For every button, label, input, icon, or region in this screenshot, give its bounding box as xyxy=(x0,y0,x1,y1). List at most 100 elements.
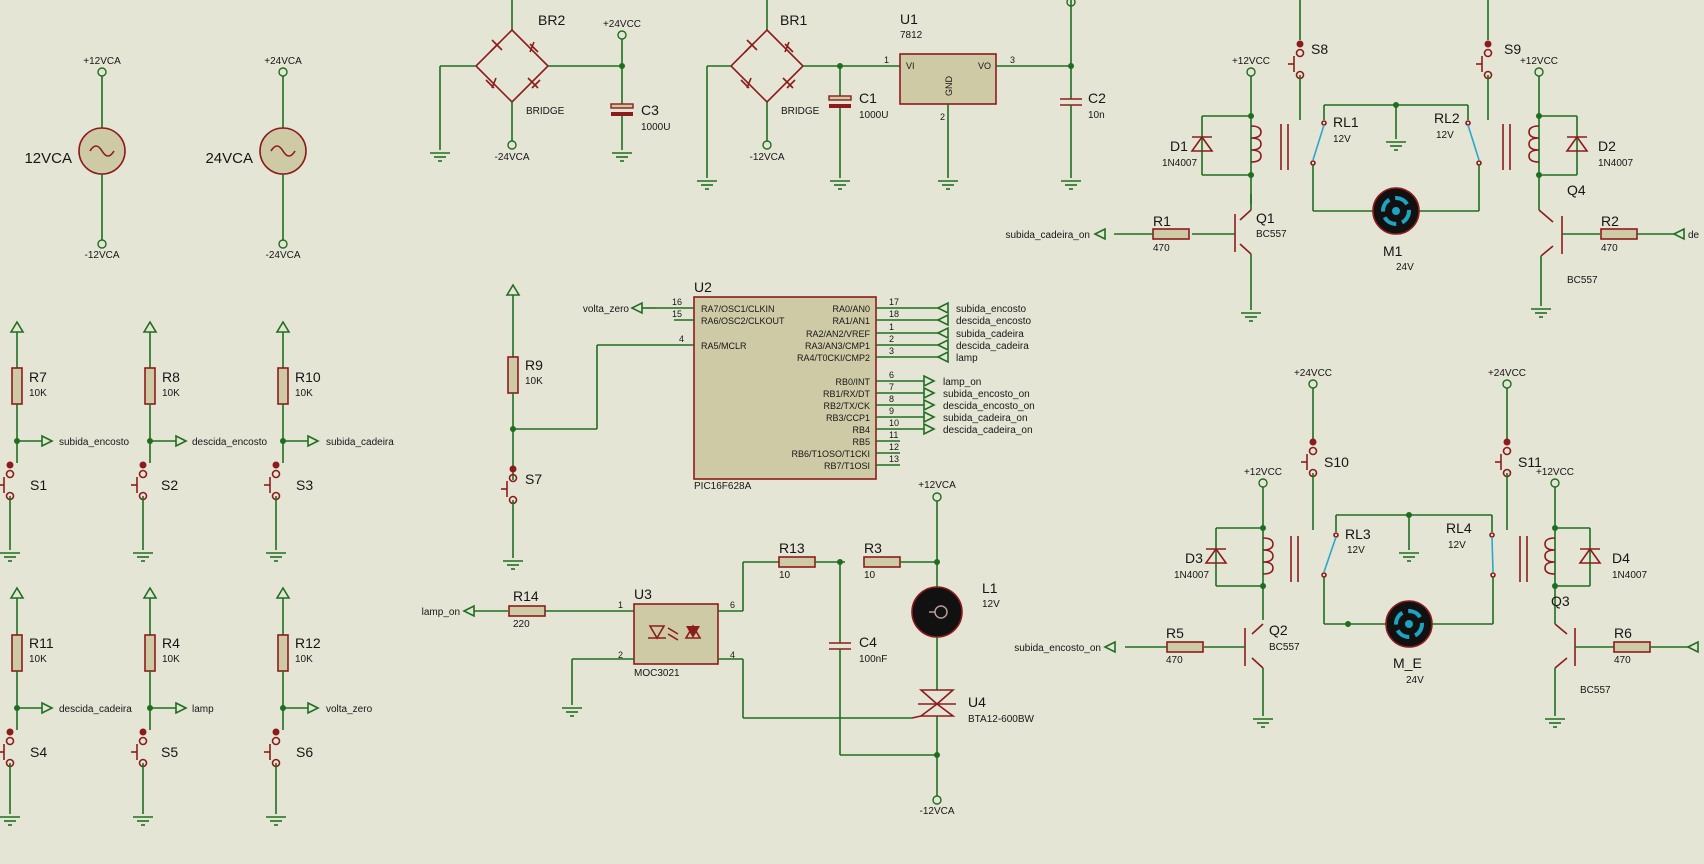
cap-c2[interactable]: C2 10n xyxy=(1059,0,1106,190)
u2-name-rb4: RB4 xyxy=(852,425,870,435)
input-circuit-5[interactable]: R4 10K lamp S5 xyxy=(130,587,214,826)
bridge-br1[interactable]: BR1 BRIDGE -12VCA xyxy=(696,0,900,190)
d2-icon xyxy=(1565,135,1589,152)
u1-vi: VI xyxy=(906,61,915,71)
u1-pin2: 2 xyxy=(940,112,945,122)
cap-c1[interactable]: C1 1000U xyxy=(828,66,888,190)
s3-ref: S3 xyxy=(296,477,313,493)
rl1-value: 12V xyxy=(1333,134,1351,145)
bridge-br2[interactable]: BR2 BRIDGE -24VCA xyxy=(429,0,625,163)
br1-neg-label: -12VCA xyxy=(749,152,784,163)
motor-driver-m1[interactable]: S8 S9 RL1 12V RL2 12V M1 24V +12VCC xyxy=(1005,0,1700,322)
lamp-driver[interactable]: lamp_on R14 220 U3 MOC3021 1 2 6 4 R13 1… xyxy=(422,480,1035,817)
u2-net-subida-cadeira: subida_cadeira xyxy=(956,329,1024,340)
q2-value: BC557 xyxy=(1269,642,1300,653)
u2-pin11: 11 xyxy=(889,430,898,440)
m1-ref: M1 xyxy=(1383,243,1403,259)
u2-name-rb1: RB1/RX/DT xyxy=(823,389,871,399)
rl2-ref: RL2 xyxy=(1434,110,1460,126)
source-24v-top-label: +24VCA xyxy=(264,56,302,67)
triac-icon xyxy=(918,689,956,706)
u2-name-ra4: RA4/T0CKI/CMP2 xyxy=(797,353,870,363)
r2-value: 470 xyxy=(1601,243,1618,254)
q1-value: BC557 xyxy=(1256,229,1287,240)
input-circuit-4[interactable]: R11 10K descida_cadeira S4 xyxy=(0,587,132,826)
ac-source-24v[interactable]: +24VCA 24VCA -24VCA xyxy=(205,56,307,261)
c4-ref: C4 xyxy=(859,634,877,650)
u2-name-ra6: RA6/OSC2/CLKOUT xyxy=(701,316,785,326)
lamp-top-label: +12VCA xyxy=(918,480,956,491)
motor-driver-m-e[interactable]: +24VCC S10 +24VCC S11 RL3 12V RL4 12V xyxy=(1014,368,1699,728)
u2-name-rb6: RB6/T1OSO/T1CKI xyxy=(791,449,870,459)
br2-value: BRIDGE xyxy=(526,106,565,117)
br2-ref: BR2 xyxy=(538,12,565,28)
opto-u3-body xyxy=(633,603,719,665)
source-12v-bottom-label: -12VCA xyxy=(84,250,119,261)
input-circuit-2[interactable]: R8 10K descida_encosto S2 xyxy=(130,321,267,562)
regulator-u1[interactable]: VI VO GND U1 7812 1 3 2 xyxy=(884,11,1071,190)
r10-ref: R10 xyxy=(295,369,321,385)
c2-value: 10n xyxy=(1088,110,1105,121)
q3-ref: Q3 xyxy=(1551,593,1570,609)
input-circuit-6[interactable]: R12 10K volta_zero S6 xyxy=(263,587,373,826)
u2-pin9: 9 xyxy=(889,406,894,416)
d3-ref: D3 xyxy=(1185,550,1203,566)
s9-ref: S9 xyxy=(1504,41,1521,57)
u2-net-lamp-on: lamp_on xyxy=(943,377,981,388)
u2-pin1: 1 xyxy=(889,322,894,332)
cap-c3[interactable]: +24VCC C3 1000U xyxy=(603,19,671,162)
u2-pin4: 4 xyxy=(679,334,684,344)
me-vs-left-label: +24VCC xyxy=(1294,368,1332,379)
d2-ref: D2 xyxy=(1598,138,1616,154)
u3-pin2: 2 xyxy=(618,650,623,660)
r5-value: 470 xyxy=(1166,655,1183,666)
u2-pin18: 18 xyxy=(889,309,899,319)
u1-pin1: 1 xyxy=(884,55,889,65)
r12-ref: R12 xyxy=(295,635,321,651)
q4-value: BC557 xyxy=(1567,275,1598,286)
s11-ref: S11 xyxy=(1518,454,1542,470)
ac-source-12v[interactable]: +12VCA 12VCA -12VCA xyxy=(24,56,126,261)
r3-ref: R3 xyxy=(864,540,882,556)
opto-led-icon xyxy=(648,625,666,640)
me-value: 24V xyxy=(1406,675,1424,686)
lamp-on-net: lamp_on xyxy=(422,607,460,618)
mcu-u2[interactable]: U2 PIC16F628A volta_zero 16 15 4 RA7/OSC… xyxy=(583,279,1035,492)
r6-value: 470 xyxy=(1614,655,1631,666)
reset-circuit[interactable]: R9 10K S7 xyxy=(500,284,674,570)
u2-net-volta-zero: volta_zero xyxy=(583,304,630,315)
u2-name-ra3: RA3/AN3/CMP1 xyxy=(805,341,870,351)
s8-ref: S8 xyxy=(1311,41,1328,57)
me-left-net: subida_encosto_on xyxy=(1014,643,1101,654)
u3-part: MOC3021 xyxy=(634,668,680,679)
d3-icon xyxy=(1204,547,1228,564)
u2-pin10: 10 xyxy=(889,418,899,428)
input-circuit-3[interactable]: R10 10K subida_cadeira S3 xyxy=(263,321,394,562)
l1-ref: L1 xyxy=(982,580,998,596)
u2-net-descida-encosto: descida_encosto xyxy=(956,316,1031,327)
rl4-ref: RL4 xyxy=(1446,520,1472,536)
r2-ref: R2 xyxy=(1601,213,1619,229)
u3-pin1: 1 xyxy=(618,600,623,610)
c4-value: 100nF xyxy=(859,654,887,665)
input-circuit-1[interactable]: R7 10K subida_encosto S1 xyxy=(0,321,129,562)
r3-value: 10 xyxy=(864,570,876,581)
r8-ref: R8 xyxy=(162,369,180,385)
u2-name-ra0: RA0/AN0 xyxy=(832,304,870,314)
c1-ref: C1 xyxy=(859,90,877,106)
u2-ref: U2 xyxy=(694,279,712,295)
source-24v-label: 24VCA xyxy=(205,150,253,167)
r7-ref: R7 xyxy=(29,369,47,385)
r9-value: 10K xyxy=(525,376,543,387)
u2-right-pins xyxy=(876,307,938,466)
r5-ref: R5 xyxy=(1166,625,1184,641)
relay-coil-2 xyxy=(1528,125,1540,163)
rl1-ref: RL1 xyxy=(1333,114,1359,130)
rl2-value: 12V xyxy=(1436,130,1454,141)
u4-ref: U4 xyxy=(968,694,986,710)
q2-ref: Q2 xyxy=(1269,622,1288,638)
u2-name-rb0: RB0/INT xyxy=(835,377,870,387)
m1-value: 24V xyxy=(1396,262,1414,273)
u2-name-ra1: RA1/AN1 xyxy=(832,316,870,326)
br2-neg-label: -24VCA xyxy=(494,152,529,163)
